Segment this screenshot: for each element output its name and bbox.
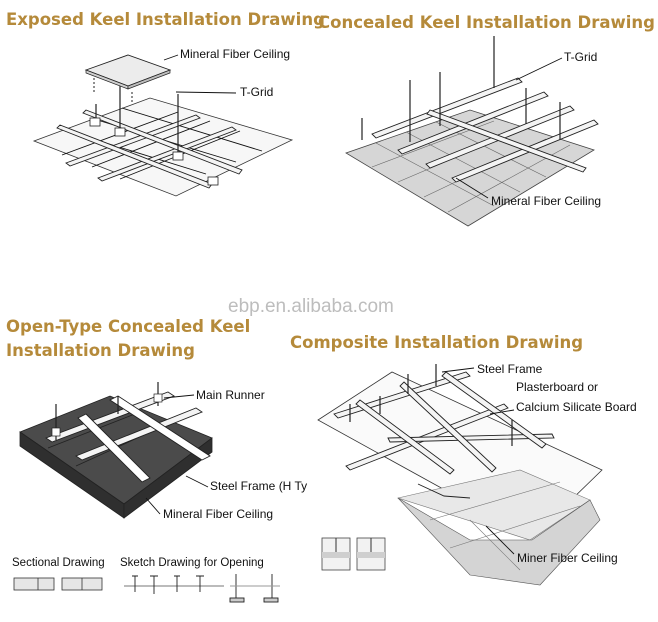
exposed-mineral-fiber-label: Mineral Fiber Ceiling	[180, 47, 290, 61]
watermark: ebp.en.alibaba.com	[228, 296, 394, 317]
sectional-drawing	[13, 577, 103, 591]
sketch-drawing-label: Sketch Drawing for Opening	[120, 557, 264, 569]
open-type-mineral-fiber-label: Mineral Fiber Ceiling	[163, 507, 273, 521]
composite-calcium-board-label: Calcium Silicate Board	[516, 400, 637, 414]
sectional-drawing-label: Sectional Drawing	[12, 557, 105, 569]
concealed-t-grid-label: T-Grid	[564, 50, 597, 64]
panel-composite: Composite Installation Drawing	[290, 333, 637, 586]
composite-detail-insets	[321, 537, 386, 571]
exposed-keel-drawing	[32, 54, 294, 197]
composite-drawing	[317, 364, 603, 586]
sketch-opening-drawing	[124, 574, 280, 603]
concealed-keel-title: Concealed Keel Installation Drawing	[318, 13, 655, 32]
exposed-t-grid-label: T-Grid	[240, 85, 273, 99]
concealed-mineral-fiber-label: Mineral Fiber Ceiling	[491, 194, 601, 208]
open-type-title-line2: Installation Drawing	[6, 341, 195, 360]
panel-concealed-keel: Concealed Keel Installation Drawing	[318, 13, 655, 227]
composite-miner-fiber-label: Miner Fiber Ceiling	[517, 551, 618, 565]
exposed-keel-title: Exposed Keel Installation Drawing	[6, 10, 325, 29]
concealed-keel-drawing	[345, 36, 599, 227]
open-type-title-line1: Open-Type Concealed Keel	[6, 317, 250, 336]
composite-title: Composite Installation Drawing	[290, 333, 583, 352]
open-type-main-runner-label: Main Runner	[196, 388, 265, 402]
panel-open-type-keel: Open-Type Concealed Keel Installation Dr…	[6, 317, 307, 603]
composite-plasterboard-label: Plasterboard or	[516, 380, 598, 394]
panel-exposed-keel: Exposed Keel Installation Drawing	[6, 10, 325, 197]
composite-steel-frame-label: Steel Frame	[477, 362, 543, 376]
open-type-drawing	[19, 382, 213, 519]
open-type-steel-frame-label: Steel Frame (H Ty	[210, 479, 307, 493]
